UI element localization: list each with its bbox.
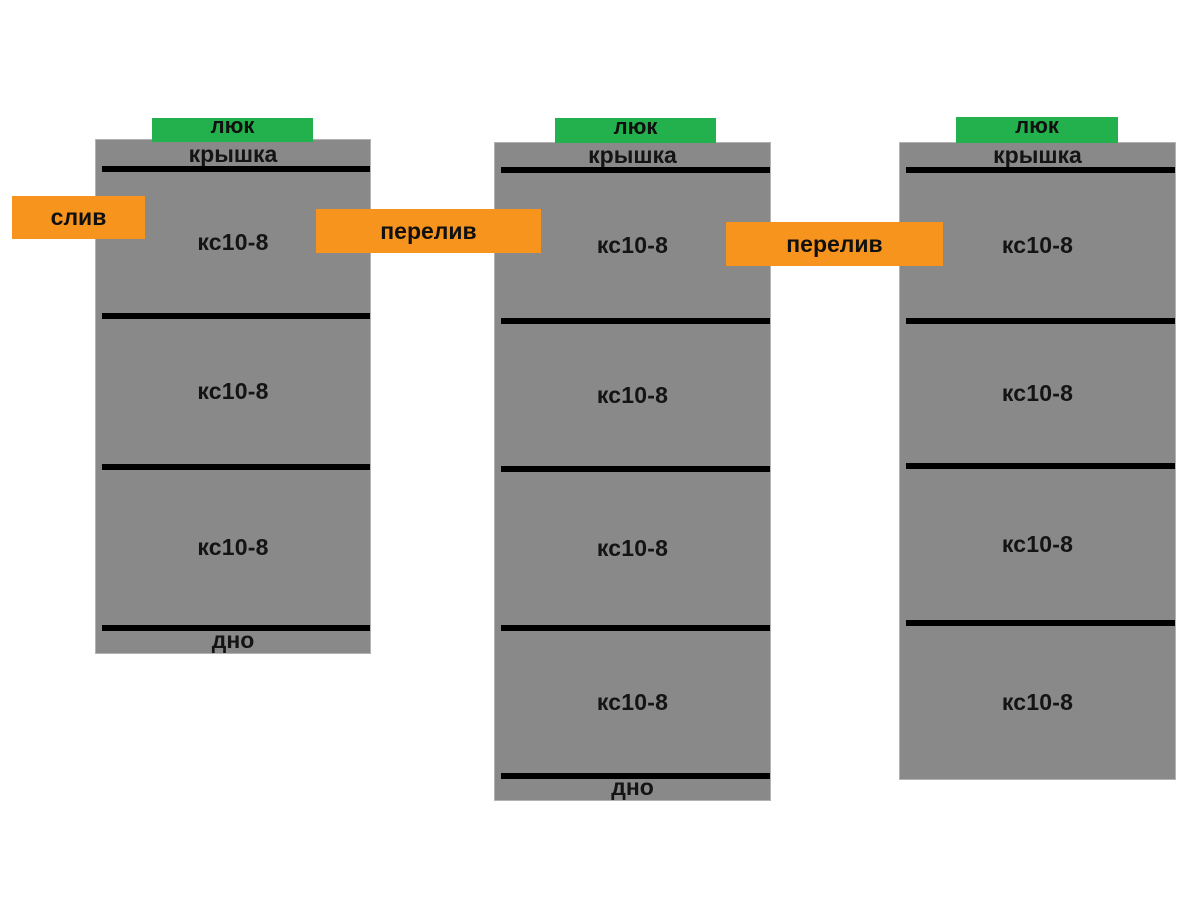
tank-ring: кс10-8 — [495, 173, 770, 318]
tank-ring-label: кс10-8 — [1001, 689, 1074, 715]
tank-hatch-label: люк — [613, 113, 658, 139]
tank-hatch: люк — [152, 113, 313, 142]
tank-ring-label: кс10-8 — [596, 381, 669, 408]
tank-lid-label: крышка — [993, 141, 1082, 168]
pipe-label: слив — [50, 204, 107, 230]
tank-ring: кс10-8 — [900, 469, 1175, 620]
pipe-label: перелив — [380, 217, 477, 244]
tank-ring: кс10-8 — [495, 324, 770, 466]
tank-ring: кс10-8 — [96, 172, 370, 313]
tank-ring: кс10-8 — [495, 472, 770, 625]
tank-bottom-label: дно — [211, 627, 255, 653]
ring-joint-line — [102, 313, 370, 319]
ring-joint-line — [906, 318, 1175, 324]
pipe-overflow-2: перелив — [726, 222, 943, 266]
ring-joint-line — [501, 466, 770, 472]
tank-hatch-label: люк — [210, 113, 255, 138]
tank-ring: кс10-8 — [900, 173, 1175, 318]
tank-lid-label: крышка — [188, 140, 278, 167]
tank-ring-label: кс10-8 — [197, 229, 269, 255]
tank-ring-label: кс10-8 — [1001, 531, 1074, 557]
tank-ring-label: кс10-8 — [1001, 232, 1074, 258]
ring-joint-line — [906, 167, 1175, 173]
ring-joint-line — [102, 464, 370, 470]
tank-bottom-label: дно — [611, 774, 654, 800]
tank-lid-label: крышка — [588, 141, 677, 168]
tank-ring-label: кс10-8 — [596, 688, 669, 715]
tank-ring-label: кс10-8 — [1001, 380, 1074, 406]
tank-hatch: люк — [956, 113, 1118, 143]
tank-ring: кс10-8 — [96, 470, 370, 625]
ring-joint-line — [906, 463, 1175, 469]
ring-joint-line — [906, 620, 1175, 626]
ring-joint-line — [102, 166, 370, 172]
pipe-drain: слив — [12, 196, 145, 239]
tank-hatch-label: люк — [1015, 113, 1059, 138]
tank-body — [900, 143, 1175, 779]
tank-ring: кс10-8 — [900, 324, 1175, 463]
tank-ring: кс10-8 — [900, 626, 1175, 779]
tank-ring-label: кс10-8 — [197, 534, 269, 560]
tank-ring-label: кс10-8 — [596, 232, 669, 258]
pipe-overflow-1: перелив — [316, 209, 541, 253]
pipe-label: перелив — [786, 230, 883, 257]
tank-hatch: люк — [555, 113, 716, 143]
ring-joint-line — [102, 625, 370, 631]
ring-joint-line — [501, 318, 770, 324]
tank-ring: кс10-8 — [96, 319, 370, 464]
ring-joint-line — [501, 167, 770, 173]
tank-ring-label: кс10-8 — [197, 378, 269, 404]
tank-ring: кс10-8 — [495, 631, 770, 773]
ring-joint-line — [501, 625, 770, 631]
ring-joint-line — [501, 773, 770, 779]
tank-ring-label: кс10-8 — [596, 535, 669, 561]
